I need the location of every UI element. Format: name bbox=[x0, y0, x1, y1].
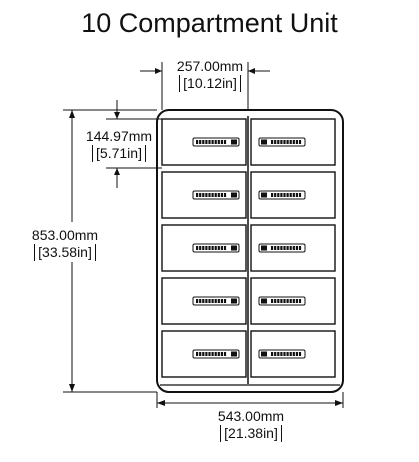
total-height-dimension bbox=[63, 109, 157, 393]
compartment-height-label: 144.97mm [5.71in] bbox=[80, 128, 158, 162]
total-height-mm: 853.00mm bbox=[31, 227, 99, 243]
total-width-dimension bbox=[156, 392, 344, 408]
compartment-doors bbox=[161, 118, 336, 378]
total-height-label: 853.00mm [33.58in] bbox=[22, 227, 108, 261]
keypad-lock-icon bbox=[258, 190, 306, 200]
total-width-mm: 543.00mm bbox=[217, 408, 285, 424]
compartment-width-label: 257.00mm [10.12in] bbox=[170, 58, 250, 92]
compartment-width-dimension bbox=[140, 62, 270, 110]
diagram-title: 10 Compartment Unit bbox=[81, 8, 338, 38]
keypad-lock-icon bbox=[258, 243, 306, 253]
compartment-height-mm: 144.97mm bbox=[85, 128, 153, 144]
compartment-width-in: [10.12in] bbox=[179, 75, 241, 92]
keypad-lock-icon bbox=[192, 243, 240, 253]
total-width-label: 543.00mm [21.38in] bbox=[208, 408, 294, 442]
compartment-door bbox=[250, 171, 336, 219]
compartment-width-mm: 257.00mm bbox=[176, 58, 244, 74]
keypad-lock-icon bbox=[258, 137, 306, 147]
keypad-lock-icon bbox=[258, 296, 306, 306]
total-width-in: [21.38in] bbox=[220, 425, 282, 442]
keypad-lock-icon bbox=[192, 137, 240, 147]
keypad-lock-icon bbox=[192, 296, 240, 306]
compartment-height-in: [5.71in] bbox=[92, 145, 146, 162]
total-height-in: [33.58in] bbox=[34, 244, 96, 261]
keypad-lock-icon bbox=[258, 349, 306, 359]
keypad-lock-icon bbox=[192, 190, 240, 200]
keypad-lock-icon bbox=[192, 349, 240, 359]
